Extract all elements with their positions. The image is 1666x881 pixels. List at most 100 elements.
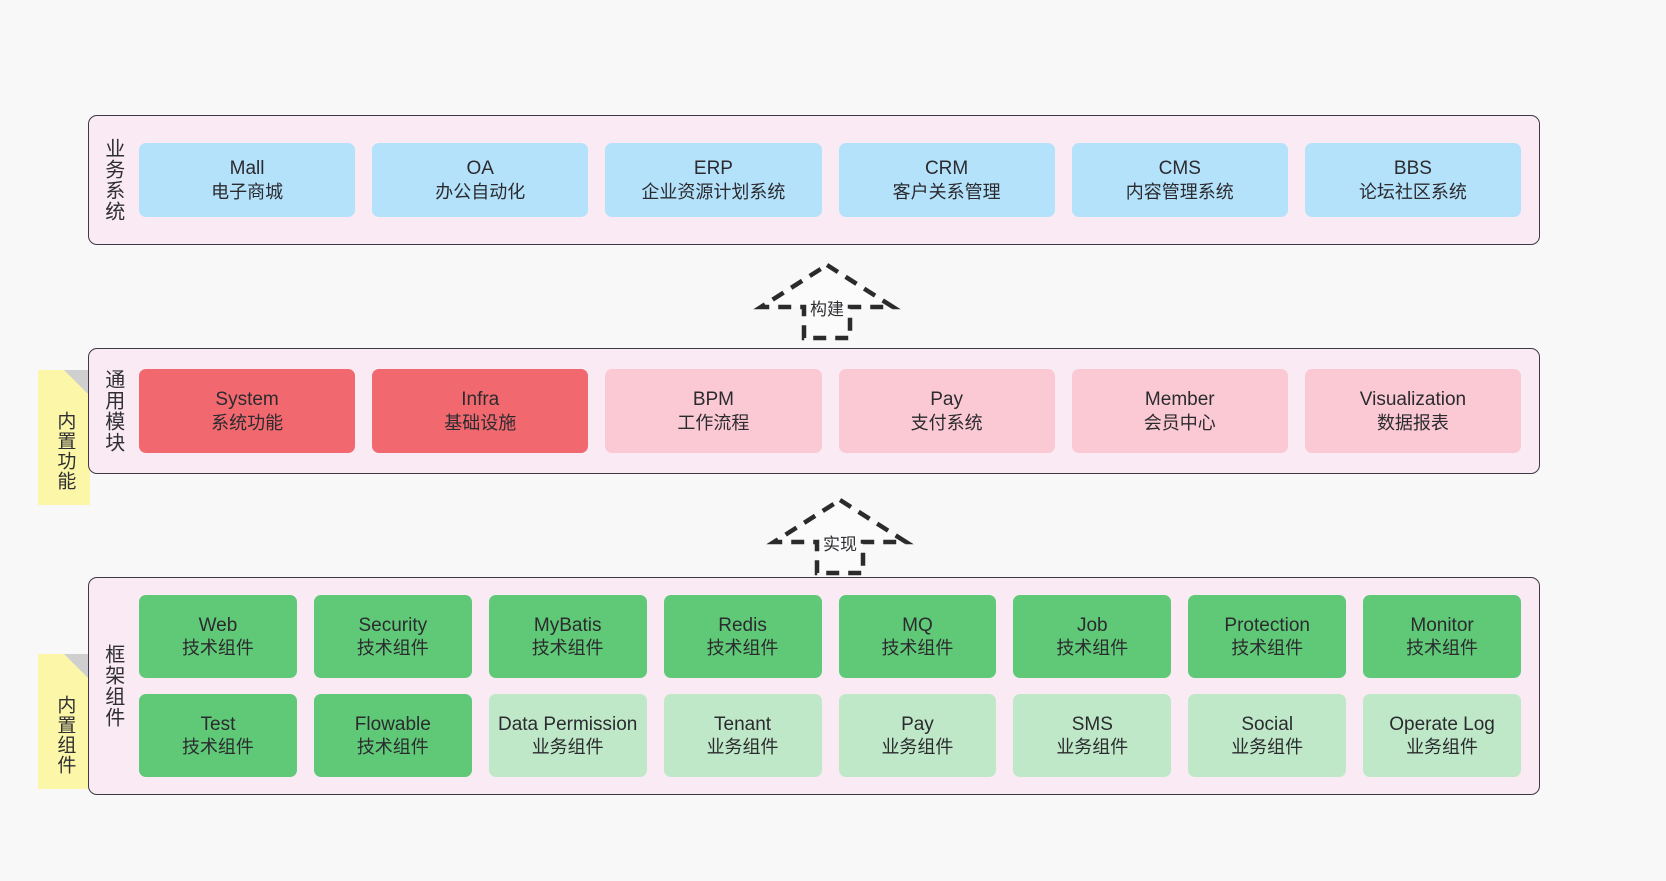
box-title: BPM bbox=[692, 389, 735, 411]
note-fold-icon bbox=[64, 370, 90, 396]
layer-body-common: System 系统功能 Infra 基础设施 BPM 工作流程 Pay 支付系统… bbox=[135, 349, 1539, 473]
box-title: SMS bbox=[1071, 713, 1113, 735]
note-fold-icon bbox=[64, 654, 90, 680]
box-subtitle: 基础设施 bbox=[444, 412, 517, 433]
framework-box-pay[interactable]: Pay 业务组件 bbox=[838, 694, 997, 777]
framework-box-redis[interactable]: Redis 技术组件 bbox=[663, 595, 822, 678]
box-title: BBS bbox=[1393, 158, 1432, 180]
box-title: Flowable bbox=[354, 713, 431, 735]
layer-body-business: Mall 电子商城 OA 办公自动化 ERP 企业资源计划系统 CRM 客户关系… bbox=[135, 116, 1539, 244]
box-subtitle: 技术组件 bbox=[1231, 638, 1304, 659]
box-title: Job bbox=[1076, 614, 1108, 636]
common-box-pay[interactable]: Pay 支付系统 bbox=[838, 369, 1055, 453]
framework-box-protection[interactable]: Protection 技术组件 bbox=[1188, 595, 1347, 678]
framework-box-social[interactable]: Social 业务组件 bbox=[1188, 694, 1347, 777]
layer-business-systems: 业务系统 Mall 电子商城 OA 办公自动化 ERP 企业资源计划系统 CRM… bbox=[88, 115, 1540, 245]
framework-row-tech: Web 技术组件 Security 技术组件 MyBatis 技术组件 Redi… bbox=[139, 595, 1521, 678]
note-builtin-features: 内置功能 bbox=[38, 370, 90, 505]
layer-body-framework: Web 技术组件 Security 技术组件 MyBatis 技术组件 Redi… bbox=[135, 578, 1539, 794]
box-title: Pay bbox=[901, 713, 934, 735]
common-box-system[interactable]: System 系统功能 bbox=[139, 369, 356, 453]
framework-box-tenant[interactable]: Tenant 业务组件 bbox=[663, 694, 822, 777]
framework-box-test[interactable]: Test 技术组件 bbox=[139, 694, 297, 777]
note-builtin-components: 内置组件 bbox=[38, 654, 90, 789]
box-title: MQ bbox=[902, 614, 933, 636]
business-box-erp[interactable]: ERP 企业资源计划系统 bbox=[605, 143, 822, 217]
business-box-bbs[interactable]: BBS 论坛社区系统 bbox=[1304, 143, 1522, 217]
box-subtitle: 客户关系管理 bbox=[892, 181, 1001, 202]
box-title: Data Permission bbox=[497, 713, 638, 735]
box-subtitle: 系统功能 bbox=[211, 412, 284, 433]
common-box-infra[interactable]: Infra 基础设施 bbox=[372, 369, 589, 453]
layer-title-business: 业务系统 bbox=[101, 138, 124, 222]
box-subtitle: 业务组件 bbox=[1406, 737, 1479, 758]
box-subtitle: 业务组件 bbox=[706, 737, 779, 758]
business-box-crm[interactable]: CRM 客户关系管理 bbox=[838, 143, 1055, 217]
box-subtitle: 业务组件 bbox=[1231, 737, 1304, 758]
box-title: MyBatis bbox=[533, 614, 602, 636]
framework-box-operate-log[interactable]: Operate Log 业务组件 bbox=[1363, 694, 1521, 777]
box-subtitle: 工作流程 bbox=[677, 412, 750, 433]
framework-box-security[interactable]: Security 技术组件 bbox=[313, 595, 472, 678]
box-subtitle: 技术组件 bbox=[531, 638, 604, 659]
box-title: Test bbox=[200, 713, 236, 735]
box-title: OA bbox=[466, 158, 494, 180]
box-subtitle: 技术组件 bbox=[1406, 638, 1479, 659]
arrow-implement: 实现 bbox=[766, 497, 914, 576]
box-title: Protection bbox=[1224, 614, 1310, 636]
box-subtitle: 办公自动化 bbox=[435, 181, 526, 202]
box-title: Pay bbox=[930, 389, 963, 411]
framework-box-mybatis[interactable]: MyBatis 技术组件 bbox=[488, 595, 647, 678]
framework-box-monitor[interactable]: Monitor 技术组件 bbox=[1363, 595, 1521, 678]
note-label: 内置功能 bbox=[54, 410, 76, 491]
framework-box-sms[interactable]: SMS 业务组件 bbox=[1013, 694, 1172, 777]
box-subtitle: 会员中心 bbox=[1143, 412, 1216, 433]
business-box-oa[interactable]: OA 办公自动化 bbox=[372, 143, 589, 217]
box-subtitle: 技术组件 bbox=[181, 737, 254, 758]
layer-framework-components: 框架组件 Web 技术组件 Security 技术组件 MyBatis 技术组件… bbox=[88, 577, 1540, 795]
common-box-visualization[interactable]: Visualization 数据报表 bbox=[1304, 369, 1522, 453]
common-box-member[interactable]: Member 会员中心 bbox=[1071, 369, 1288, 453]
box-title: ERP bbox=[693, 158, 733, 180]
box-title: Security bbox=[358, 614, 428, 636]
arrow-build-label: 构建 bbox=[810, 300, 844, 319]
box-title: Monitor bbox=[1410, 614, 1474, 636]
box-subtitle: 技术组件 bbox=[356, 737, 429, 758]
box-title: Social bbox=[1241, 713, 1294, 735]
common-row: System 系统功能 Infra 基础设施 BPM 工作流程 Pay 支付系统… bbox=[139, 369, 1522, 453]
box-subtitle: 技术组件 bbox=[881, 638, 954, 659]
business-box-mall[interactable]: Mall 电子商城 bbox=[139, 143, 356, 217]
box-subtitle: 支付系统 bbox=[910, 412, 983, 433]
framework-box-web[interactable]: Web 技术组件 bbox=[139, 595, 297, 678]
business-box-cms[interactable]: CMS 内容管理系统 bbox=[1071, 143, 1288, 217]
framework-box-job[interactable]: Job 技术组件 bbox=[1013, 595, 1172, 678]
box-subtitle: 业务组件 bbox=[1056, 737, 1129, 758]
framework-box-data-permission[interactable]: Data Permission 业务组件 bbox=[488, 694, 647, 777]
box-subtitle: 技术组件 bbox=[1056, 638, 1129, 659]
box-subtitle: 论坛社区系统 bbox=[1358, 181, 1467, 202]
box-title: Mall bbox=[229, 158, 265, 180]
box-title: CMS bbox=[1158, 158, 1201, 180]
box-subtitle: 数据报表 bbox=[1376, 412, 1449, 433]
box-subtitle: 技术组件 bbox=[181, 638, 254, 659]
box-title: Member bbox=[1144, 389, 1215, 411]
arrow-implement-label: 实现 bbox=[823, 535, 857, 554]
box-subtitle: 业务组件 bbox=[531, 737, 604, 758]
common-box-bpm[interactable]: BPM 工作流程 bbox=[605, 369, 822, 453]
box-title: Tenant bbox=[714, 713, 772, 735]
box-title: Redis bbox=[718, 614, 767, 636]
layer-common-modules: 通用模块 System 系统功能 Infra 基础设施 BPM 工作流程 Pay… bbox=[88, 348, 1540, 474]
box-title: Infra bbox=[461, 389, 500, 411]
box-title: Visualization bbox=[1359, 389, 1467, 411]
business-row: Mall 电子商城 OA 办公自动化 ERP 企业资源计划系统 CRM 客户关系… bbox=[139, 143, 1522, 217]
box-subtitle: 技术组件 bbox=[706, 638, 779, 659]
note-label: 内置组件 bbox=[54, 694, 76, 775]
framework-box-flowable[interactable]: Flowable 技术组件 bbox=[313, 694, 472, 777]
framework-box-mq[interactable]: MQ 技术组件 bbox=[838, 595, 997, 678]
box-subtitle: 技术组件 bbox=[356, 638, 429, 659]
framework-row-business: Test 技术组件 Flowable 技术组件 Data Permission … bbox=[139, 694, 1521, 777]
layer-title-common: 通用模块 bbox=[101, 369, 124, 453]
box-title: Operate Log bbox=[1389, 713, 1495, 735]
box-subtitle: 业务组件 bbox=[881, 737, 954, 758]
box-title: Web bbox=[198, 614, 238, 636]
